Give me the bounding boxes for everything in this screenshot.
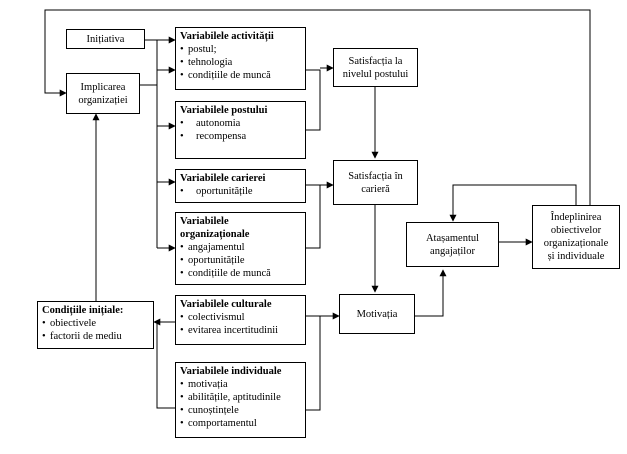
organizationale-item: angajamentul — [180, 241, 301, 254]
culturale-box: Variabilele culturale colectivismul evit… — [175, 295, 306, 345]
sat-cariera-line-2: carieră — [361, 183, 390, 195]
postului-item: recompensa — [180, 130, 301, 143]
merge-motivatia — [306, 315, 321, 411]
atasamentul-box: Atașamentul angajaților — [406, 222, 499, 267]
individuale-box: Variabilele individuale motivația abilit… — [175, 362, 306, 438]
arrow-indeplinirea-atasamentul — [449, 184, 577, 222]
sat-cariera-line-1: Satisfacția în — [348, 170, 403, 182]
motivatia-label: Motivația — [356, 308, 398, 320]
individuale-item: comportamentul — [180, 417, 301, 430]
individuale-item: cunoștințele — [180, 404, 301, 417]
indeplinirea-line-1: Îndeplinirea — [550, 212, 602, 223]
postului-list: autonomia recompensa — [180, 117, 301, 143]
carierei-list: oportunitățile — [180, 185, 301, 198]
conditiile-item: obiectivele — [42, 317, 149, 330]
motivatia-box: Motivația — [339, 294, 415, 334]
sat-post-line-2: nivelul postului — [342, 68, 409, 80]
implicarea-box: Implicarea organizației — [66, 73, 140, 114]
indeplinirea-box: Îndeplinirea obiectivelor organizațional… — [532, 205, 620, 269]
merge-activ — [306, 69, 321, 131]
indeplinirea-line-4: și individuale — [547, 251, 605, 262]
postului-item: autonomia — [180, 117, 301, 130]
arrow-motivatia-atasamentul — [415, 269, 447, 317]
feedback-line — [44, 9, 591, 205]
conditiile-item: factorii de mediu — [42, 330, 149, 343]
implicarea-line-2: organizației — [78, 94, 128, 106]
activitatii-item: postul; — [180, 43, 301, 56]
organizationale-title-2: organizaționale — [180, 229, 250, 240]
implicarea-line-1: Implicarea — [80, 81, 126, 93]
activitatii-box: Variabilele activității postul; tehnolog… — [175, 27, 306, 90]
activitatii-item: tehnologia — [180, 56, 301, 69]
organizationale-title-1: Variabilele — [180, 216, 229, 227]
indeplinirea-line-2: obiectivelor — [550, 225, 602, 236]
carierei-title: Variabilele carierei — [180, 173, 266, 184]
organizationale-box: Variabilele organizaționale angajamentul… — [175, 212, 306, 285]
postului-title: Variabilele postului — [180, 105, 268, 116]
activitatii-list: postul; tehnologia condițiile de muncă — [180, 43, 301, 82]
individuale-list: motivația abilitățile, aptitudinile cuno… — [180, 378, 301, 430]
organizationale-item: condițiile de muncă — [180, 267, 301, 280]
atasamentul-line-1: Atașamentul — [425, 232, 480, 244]
individuale-item: abilitățile, aptitudinile — [180, 391, 301, 404]
initiativa-box: Inițiativa — [66, 29, 145, 49]
initiativa-label: Inițiativa — [86, 33, 125, 45]
culturale-item: evitarea incertitudinii — [180, 324, 301, 337]
conditiile-box: Condițiile inițiale: obiectivele factori… — [37, 301, 154, 349]
individuale-item: motivația — [180, 378, 301, 391]
sat-cariera-box: Satisfacția în carieră — [333, 160, 418, 205]
carierei-item: oportunitățile — [180, 185, 301, 198]
sat-post-line-1: Satisfacția la — [348, 55, 403, 67]
postului-box: Variabilele postului autonomia recompens… — [175, 101, 306, 159]
culturale-list: colectivismul evitarea incertitudinii — [180, 311, 301, 337]
organizationale-item: oportunitățile — [180, 254, 301, 267]
individuale-title: Variabilele individuale — [180, 366, 282, 377]
organizationale-list: angajamentul oportunitățile condițiile d… — [180, 241, 301, 280]
activitatii-item: condițiile de muncă — [180, 69, 301, 82]
conditiile-title: Condițiile inițiale: — [42, 305, 124, 316]
culturale-item: colectivismul — [180, 311, 301, 324]
merge-cariera — [306, 184, 321, 249]
carierei-box: Variabilele carierei oportunitățile — [175, 169, 306, 203]
conditiile-list: obiectivele factorii de mediu — [42, 317, 149, 343]
indeplinirea-line-3: organizaționale — [543, 238, 609, 249]
sat-post-box: Satisfacția la nivelul postului — [333, 48, 418, 87]
link-individuale-conditiile — [156, 322, 175, 409]
activitatii-title: Variabilele activității — [180, 31, 274, 42]
culturale-title: Variabilele culturale — [180, 299, 272, 310]
atasamentul-line-2: angajaților — [430, 245, 475, 257]
